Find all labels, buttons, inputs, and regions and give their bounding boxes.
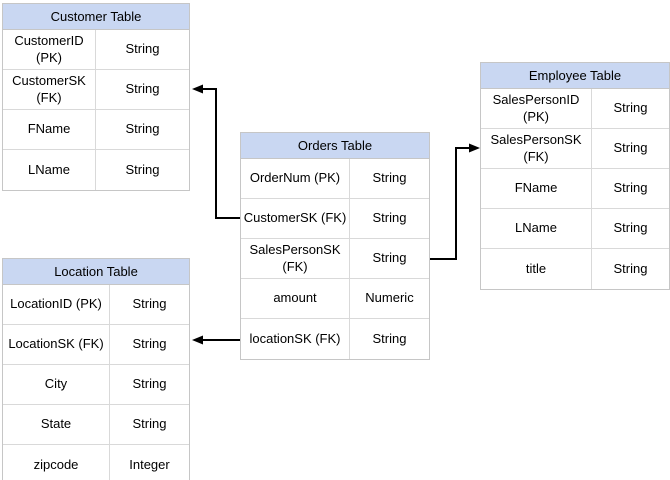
type-cell[interactable]: String — [110, 405, 189, 445]
field-cell[interactable]: CustomerSK (FK) — [241, 199, 350, 239]
connector-orders-customer[interactable] — [192, 84, 240, 219]
field-cell[interactable]: FName — [481, 169, 592, 209]
type-cell[interactable]: String — [110, 285, 189, 325]
table-employee[interactable]: Employee Table SalesPersonID (PK) String… — [480, 62, 670, 290]
field-cell[interactable]: SalesPersonSK (FK) — [481, 129, 592, 169]
arrowhead-icon — [469, 143, 480, 153]
type-cell[interactable]: String — [372, 330, 407, 346]
field-cell[interactable]: OrderNum (PK) — [241, 159, 350, 199]
type-cell[interactable]: Integer — [129, 456, 170, 472]
field-cell[interactable]: zipcode — [3, 445, 110, 480]
table-customer-header[interactable]: Customer Table — [3, 4, 189, 30]
type-cell[interactable]: String — [350, 199, 429, 239]
field-cell[interactable]: State — [3, 405, 110, 445]
connector-orders-employee[interactable] — [430, 143, 480, 260]
field-cell[interactable]: title — [481, 249, 592, 289]
field-cell[interactable]: LName — [3, 150, 96, 190]
type-cell[interactable]: String — [613, 260, 648, 276]
field-cell[interactable]: locationSK (FK) — [241, 319, 350, 359]
field-cell[interactable]: CustomerID (PK) — [3, 30, 96, 70]
connector-line[interactable] — [203, 88, 240, 219]
type-cell[interactable]: String — [96, 30, 189, 70]
field-cell[interactable]: CustomerSK (FK) — [3, 70, 96, 110]
table-employee-header[interactable]: Employee Table — [481, 63, 669, 89]
table-orders-header[interactable]: Orders Table — [241, 133, 429, 159]
field-cell[interactable]: amount — [241, 279, 350, 319]
connector-orders-location[interactable] — [192, 335, 240, 345]
table-location[interactable]: Location Table LocationID (PK) String Lo… — [2, 258, 190, 480]
type-cell[interactable]: String — [125, 161, 160, 177]
arrowhead-icon — [192, 84, 203, 94]
table-location-header[interactable]: Location Table — [3, 259, 189, 285]
type-cell[interactable]: Numeric — [350, 279, 429, 319]
type-cell[interactable]: String — [350, 239, 429, 279]
arrowhead-icon — [192, 335, 203, 345]
field-cell[interactable]: City — [3, 365, 110, 405]
type-cell[interactable]: String — [592, 129, 669, 169]
type-cell[interactable]: String — [350, 159, 429, 199]
type-cell[interactable]: String — [110, 325, 189, 365]
field-cell[interactable]: SalesPersonSK (FK) — [241, 239, 350, 279]
type-cell[interactable]: String — [96, 110, 189, 150]
type-cell[interactable]: String — [96, 70, 189, 110]
field-cell[interactable]: SalesPersonID (PK) — [481, 89, 592, 129]
field-cell[interactable]: LocationSK (FK) — [3, 325, 110, 365]
type-cell[interactable]: String — [110, 365, 189, 405]
table-customer[interactable]: Customer Table CustomerID (PK) String Cu… — [2, 3, 190, 191]
connector-line[interactable] — [430, 147, 469, 260]
table-orders[interactable]: Orders Table OrderNum (PK) String Custom… — [240, 132, 430, 360]
type-cell[interactable]: String — [592, 169, 669, 209]
type-cell[interactable]: String — [592, 89, 669, 129]
field-cell[interactable]: FName — [3, 110, 96, 150]
type-cell[interactable]: String — [592, 209, 669, 249]
field-cell[interactable]: LName — [481, 209, 592, 249]
field-cell[interactable]: LocationID (PK) — [3, 285, 110, 325]
